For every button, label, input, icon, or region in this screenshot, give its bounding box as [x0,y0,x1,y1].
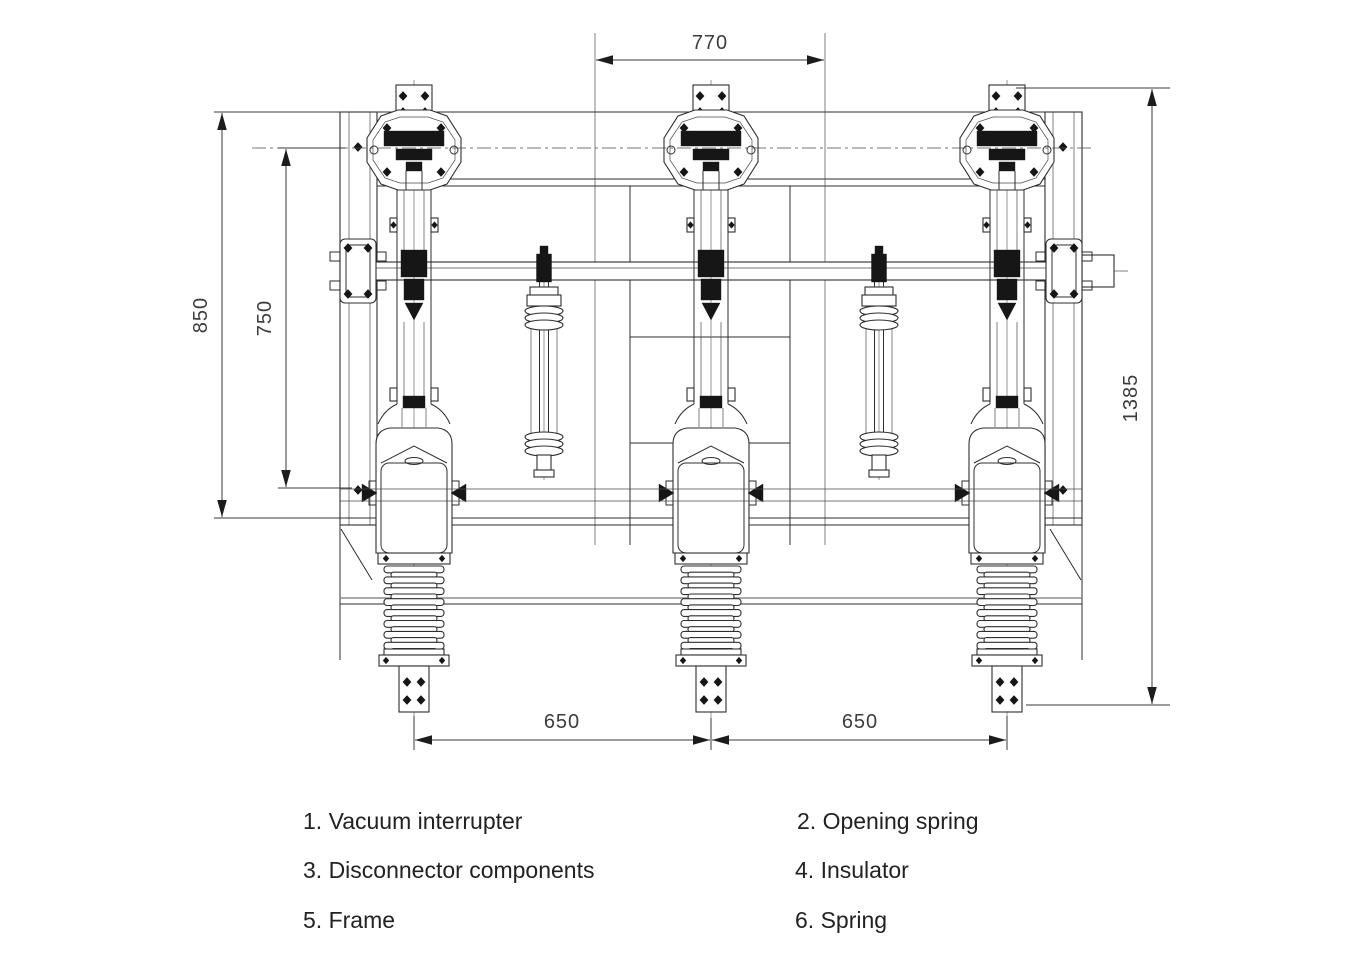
legend-item-5: 5. Frame [303,907,396,933]
shaft-end-block [1081,254,1115,288]
dimension-650-left-label: 650 [544,711,580,733]
dimension-770: 770 [596,32,824,65]
pole-left [362,80,466,747]
legend-item-4: 4. Insulator [795,857,909,883]
frame-right-plate [1044,111,1083,526]
legend-item-2: 2. Opening spring [797,808,979,834]
dimension-650-right: 650 [712,711,1008,750]
pole-center [659,80,763,747]
dimension-770-label: 770 [692,32,728,54]
dimension-650-right-label: 650 [842,711,878,733]
dimension-850: 850 [190,111,346,519]
dimension-750-label: 750 [254,300,276,336]
legend-item-1: 1. Vacuum interrupter [303,808,523,834]
frame [339,33,1083,660]
dimension-750: 750 [254,147,352,489]
reference-lines [252,147,1092,502]
pole-right [955,80,1059,747]
dimension-1385-label: 1385 [1120,374,1142,423]
dimension-1385: 1385 [1016,87,1170,706]
opening-spring-right [860,246,898,480]
opening-spring-left [525,246,563,480]
legend-item-6: 6. Spring [795,907,888,933]
frame-left-plate [339,111,378,526]
dimension-850-label: 850 [190,297,212,333]
dimension-650-left: 650 [413,711,712,750]
legend-item-3: 3. Disconnector components [303,857,595,883]
